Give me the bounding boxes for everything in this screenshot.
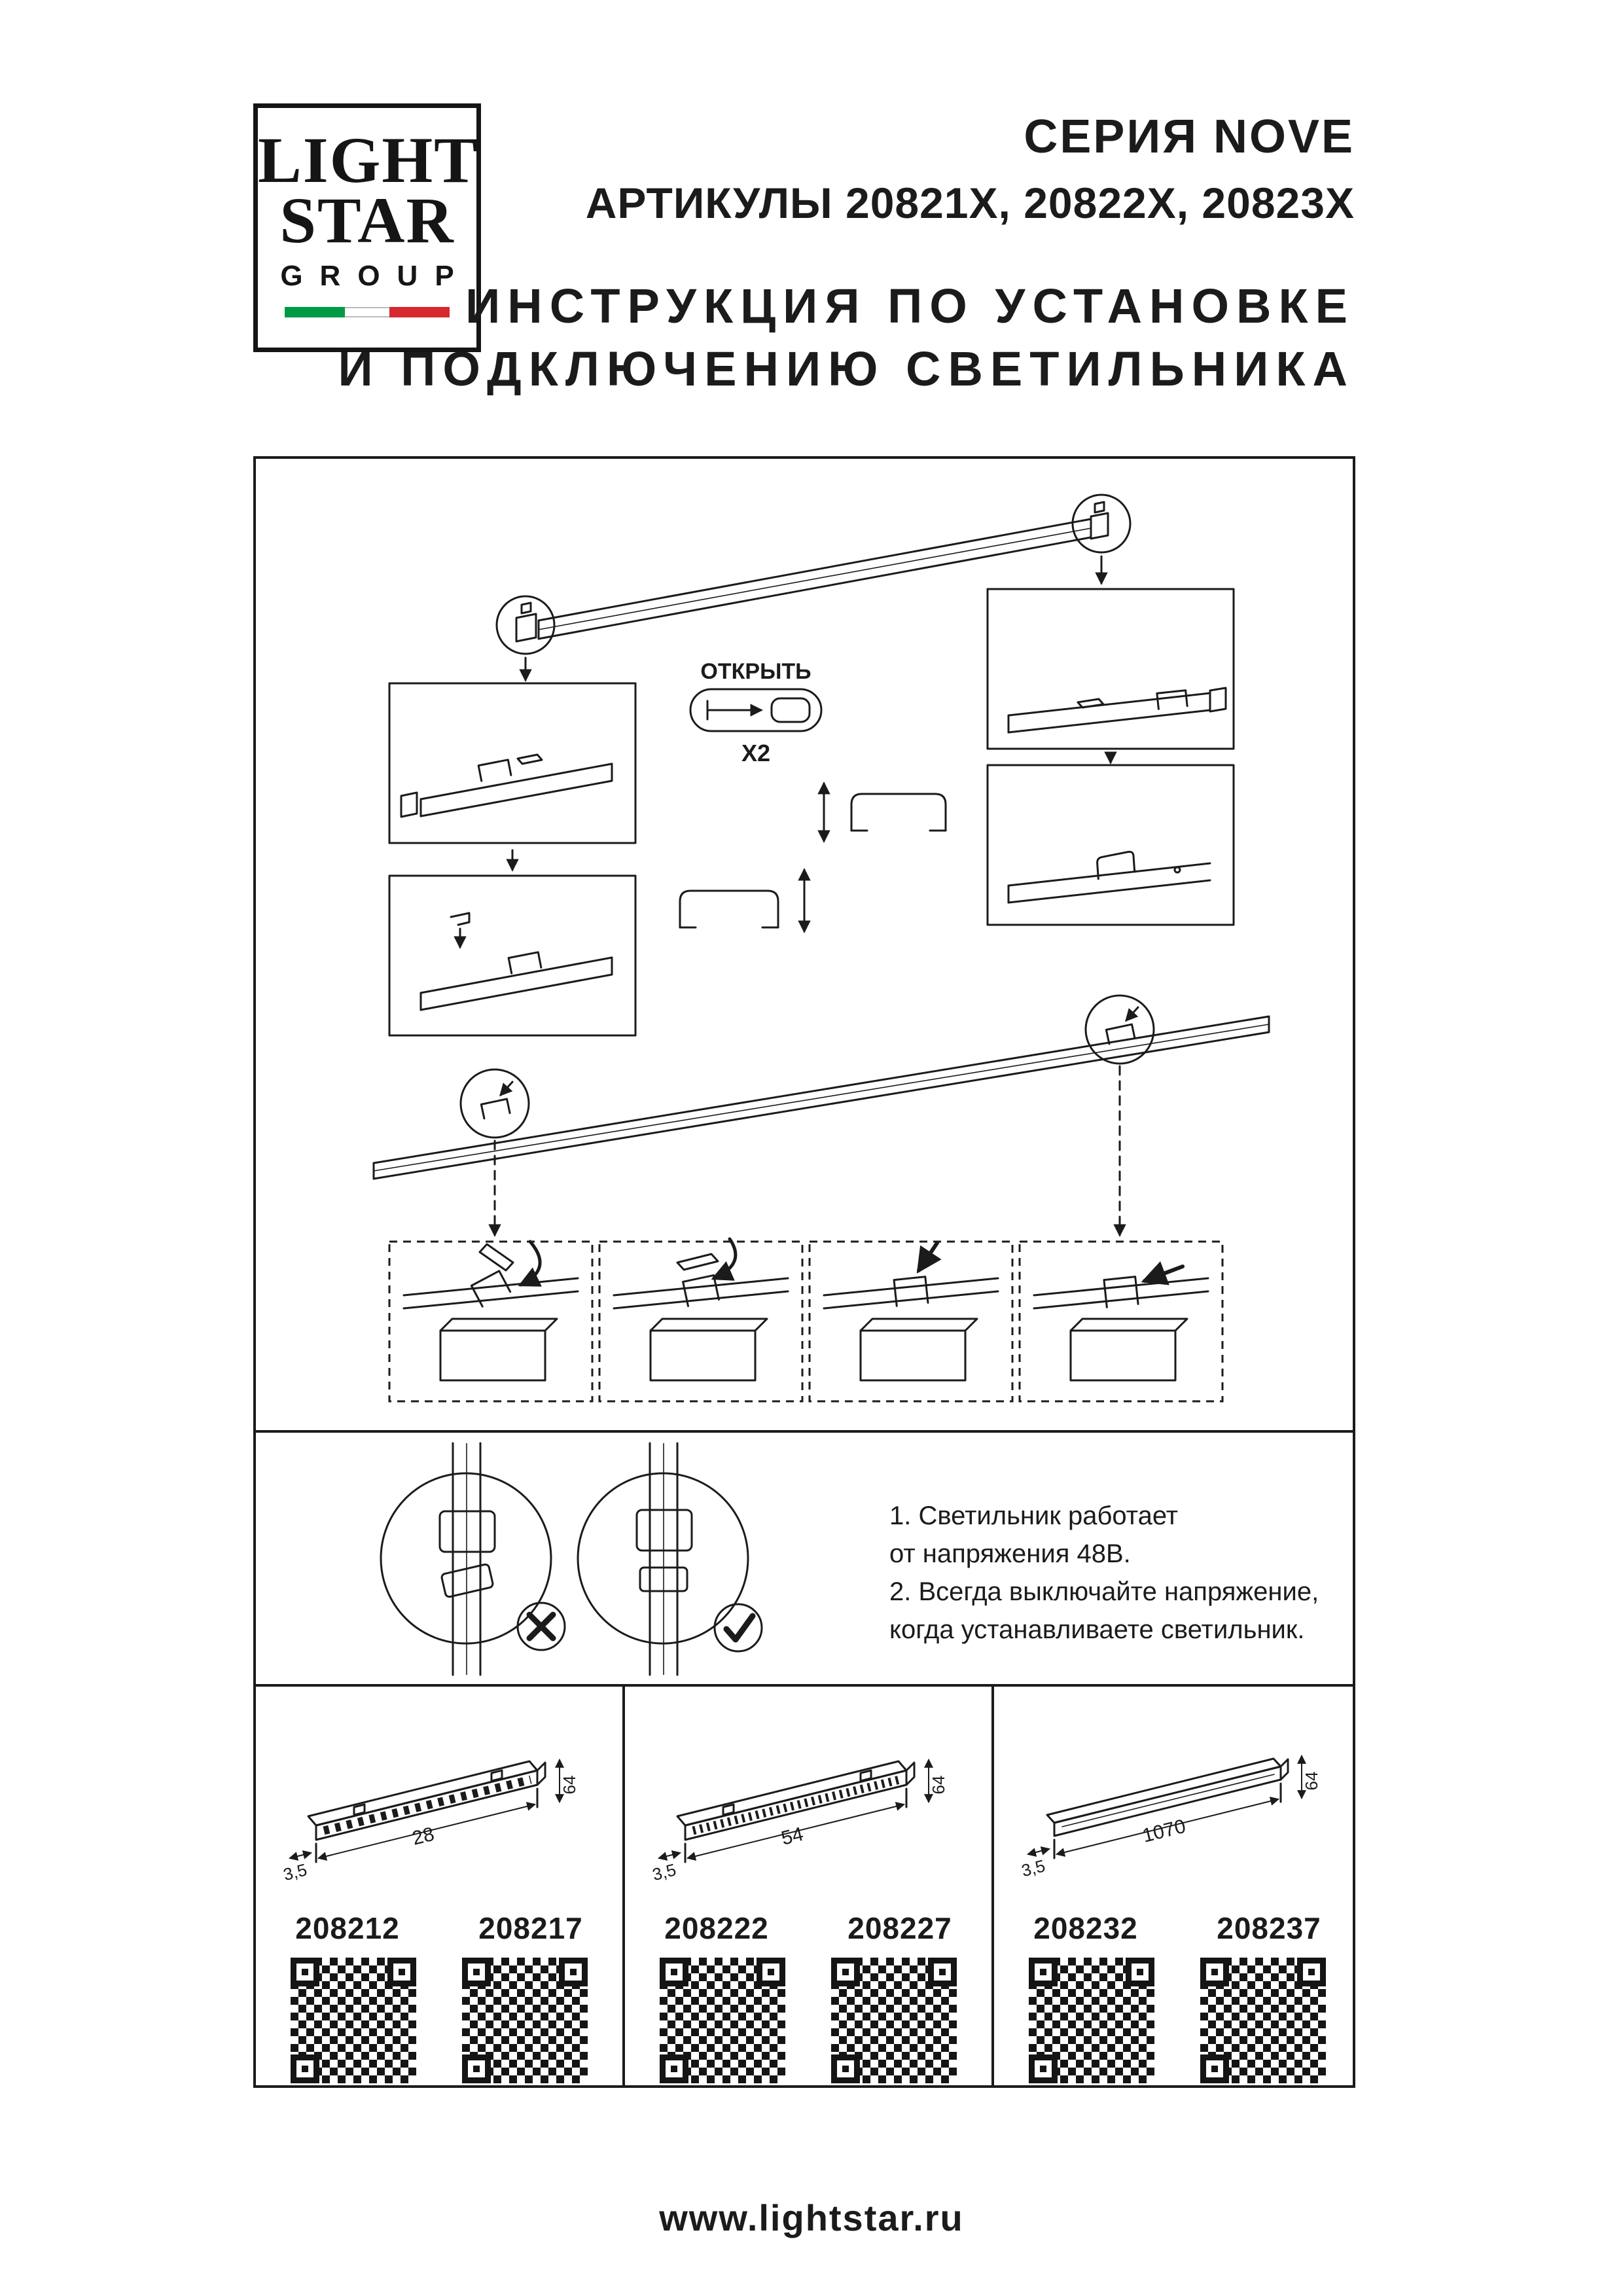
qr-row: [994, 1954, 1361, 2085]
article-number: 208222: [664, 1911, 769, 1945]
length-dim-label: 1070: [1140, 1816, 1188, 1847]
qr-code-208232: [1029, 1958, 1154, 2083]
product-panel-1: 28 3,5 64 208212 208217: [256, 1687, 625, 2085]
installation-diagram: ОТКРЫТЬ X2: [372, 493, 1270, 1403]
flag-red-segment: [389, 307, 450, 317]
flag-green-segment: [285, 307, 345, 317]
open-slider-icon: [770, 697, 811, 723]
qr-code-208237: [1200, 1958, 1326, 2083]
qr-row: [256, 1954, 622, 2085]
article-number: 208212: [295, 1911, 400, 1945]
callout-circle-clip-b: [1084, 994, 1155, 1065]
article-number: 208217: [478, 1911, 583, 1945]
cross-icon: [516, 1602, 566, 1651]
detail-box-bracket-right: [986, 764, 1235, 926]
magnifier-circle-right-endcap: [1071, 493, 1132, 554]
wrong-mount-circle: [380, 1442, 566, 1676]
articles-line: АРТИКУЛЫ 20821X, 20822X, 20823X: [585, 179, 1355, 227]
qr-row: [625, 1954, 991, 2085]
article-numbers: 208232 208237: [994, 1903, 1361, 1954]
article-number: 208227: [847, 1911, 952, 1945]
flag-white-segment: [345, 307, 389, 317]
step-box-1: [388, 1240, 594, 1403]
width-dim-label: 3,5: [1020, 1856, 1047, 1880]
installation-diagram-box: ОТКРЫТЬ X2: [253, 456, 1355, 1433]
callout-circle-clip-a: [459, 1068, 530, 1139]
article-number: 208237: [1217, 1911, 1321, 1945]
article-numbers: 208212 208217: [256, 1903, 622, 1954]
qr-code-208227: [831, 1958, 957, 2083]
product-variants-section: 28 3,5 64 208212 208217: [253, 1684, 1355, 2088]
height-dim-label: 64: [560, 1776, 579, 1795]
qr-code-208217: [462, 1958, 588, 2083]
width-dim-label: 3,5: [281, 1859, 309, 1884]
step-box-2: [598, 1237, 804, 1403]
check-icon: [713, 1603, 763, 1653]
note-line-3: 2. Всегда выключайте напряжение,: [889, 1577, 1319, 1606]
magnifier-circle-left-endcap: [495, 595, 556, 655]
product-figure-1: 28 3,5 64: [281, 1758, 579, 1884]
article-numbers: 208222 208227: [625, 1903, 991, 1954]
page-title: ИНСТРУКЦИЯ ПО УСТАНОВКЕ И ПОДКЛЮЧЕНИЮ СВ…: [338, 275, 1355, 401]
article-number: 208232: [1033, 1911, 1138, 1945]
height-dim-label: 64: [1302, 1772, 1321, 1791]
note-line-4: когда устанавливаете светильник.: [889, 1615, 1305, 1644]
header-top: СЕРИЯ NOVE АРТИКУЛЫ 20821X, 20822X, 2082…: [586, 110, 1355, 228]
lightstar-logo: LIGHT STAR GROUP: [253, 103, 481, 352]
notes-box: 1. Светильник работает от напряжения 48В…: [253, 1430, 1355, 1687]
open-count-label: X2: [741, 740, 770, 766]
height-dim-label: 64: [929, 1776, 948, 1795]
track-top: [515, 501, 1109, 643]
qr-code-208212: [291, 1958, 416, 2083]
product-figure-2: 54 3,5 64: [651, 1758, 948, 1884]
safety-notes: 1. Светильник работает от напряжения 48В…: [889, 1497, 1319, 1649]
width-dim-label: 3,5: [651, 1859, 678, 1884]
logo-word-light: LIGHT: [258, 124, 479, 196]
open-pill: [689, 688, 823, 732]
page-title-line2: И ПОДКЛЮЧЕНИЮ СВЕТИЛЬНИКА: [338, 342, 1355, 396]
open-callout: ОТКРЫТЬ X2: [689, 659, 823, 766]
qr-code-208222: [660, 1958, 785, 2083]
note-line-1: 1. Светильник работает: [889, 1501, 1179, 1530]
detail-box-clip-left: [388, 874, 637, 1037]
footer-url: www.lightstar.ru: [659, 2197, 964, 2238]
italian-flag-bar: [285, 307, 450, 317]
product-panel-2: 54 3,5 64 208222 208227: [625, 1687, 994, 2085]
step-box-3: [808, 1240, 1014, 1403]
correct-mount-circle: [577, 1442, 763, 1676]
length-dim-label: 54: [779, 1823, 806, 1850]
length-dim-label: 28: [410, 1823, 437, 1850]
product-figure-3: 1070 3,5 64: [1020, 1754, 1321, 1880]
page-title-line1: ИНСТРУКЦИЯ ПО УСТАНОВКЕ: [465, 279, 1355, 333]
series-title: СЕРИЯ NOVE: [1024, 111, 1355, 163]
mounting-check-diagram: [380, 1442, 763, 1676]
detail-box-endcap-left: [388, 682, 637, 844]
step-box-4: [1018, 1240, 1224, 1403]
logo-word-star: STAR: [279, 184, 455, 257]
detail-box-endcap-right: [986, 588, 1235, 750]
track-middle: [372, 1015, 1270, 1180]
bracket-icon-1: [817, 781, 947, 843]
open-label: ОТКРЫТЬ: [700, 659, 811, 684]
logo-word-group: GROUP: [280, 260, 471, 292]
note-line-2: от напряжения 48В.: [889, 1539, 1131, 1568]
bracket-icon-2: [679, 868, 811, 933]
product-panel-3: 1070 3,5 64 208232 208237: [994, 1687, 1361, 2085]
